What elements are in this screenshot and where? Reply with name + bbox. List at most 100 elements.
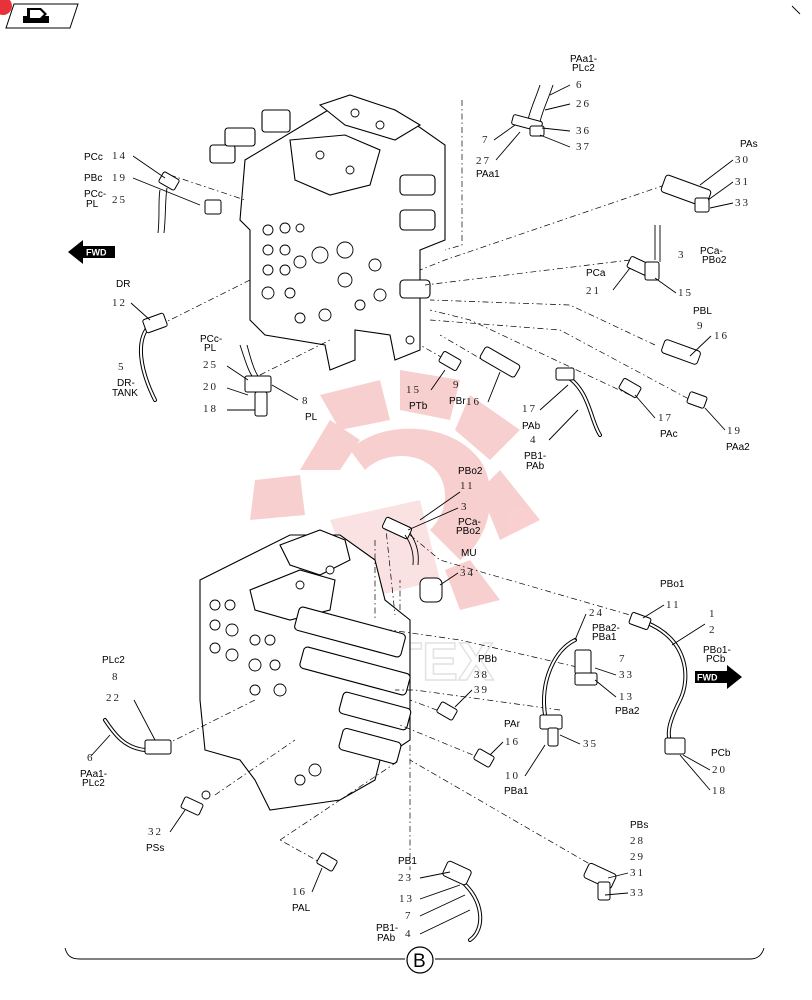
port-label: PBo1- — [703, 645, 731, 656]
port-label: PBL — [693, 306, 712, 317]
port-label: PL — [86, 199, 99, 210]
part-number: 32 — [148, 826, 163, 838]
part-number: 31 — [735, 176, 750, 188]
port-label: PAb — [377, 933, 396, 944]
part-number: 6 — [576, 79, 584, 91]
part-number: 5 — [118, 361, 126, 373]
toolbar — [0, 0, 80, 30]
port-label: PTb — [409, 401, 428, 412]
part-number: 15 — [406, 384, 421, 396]
port-label: PL — [305, 412, 318, 423]
upper-control-valve — [209, 94, 446, 371]
part-number: 3 — [461, 501, 469, 513]
part-number: 33 — [630, 887, 645, 899]
part-number: 33 — [735, 197, 750, 209]
part-number: 15 — [678, 287, 693, 299]
part-number: 13 — [399, 893, 414, 905]
port-label: PLc2 — [102, 655, 125, 666]
part-number: 28 — [630, 835, 645, 847]
part-number: 18 — [203, 403, 218, 415]
part-number: 38 — [474, 669, 489, 681]
part-number: 23 — [398, 872, 413, 884]
corner-mark — [791, 5, 801, 15]
part-number: 6 — [87, 752, 95, 764]
part-number: 26 — [576, 98, 591, 110]
part-number: 39 — [474, 684, 489, 696]
port-label: PAb — [522, 421, 541, 432]
port-label: PAc — [660, 429, 678, 440]
part-number: 27 — [476, 155, 491, 167]
port-label: PAr — [504, 719, 521, 730]
fittings — [103, 84, 712, 942]
section-marker — [406, 946, 434, 974]
connection-lines — [159, 100, 701, 871]
part-number: 7 — [482, 134, 490, 146]
port-label: PBb — [478, 654, 497, 665]
port-label: PCa- — [700, 246, 723, 257]
part-number: 17 — [658, 412, 673, 424]
port-label: PSs — [146, 843, 164, 854]
part-number: 4 — [405, 928, 413, 940]
part-number: 13 — [619, 691, 634, 703]
notification-badge — [0, 0, 12, 15]
port-label: PCc- — [200, 334, 222, 345]
part-number: 16 — [714, 330, 729, 342]
part-number: 25 — [112, 194, 127, 206]
part-number: 7 — [619, 653, 627, 665]
part-number: 9 — [697, 320, 705, 332]
port-label: PCa — [586, 268, 606, 279]
part-number: 1 — [709, 608, 717, 620]
part-number: 3 — [678, 249, 686, 261]
lower-control-valve — [199, 529, 412, 811]
port-label: PB1- — [376, 923, 398, 934]
part-number: 25 — [203, 359, 218, 371]
port-label: PCb — [711, 748, 731, 759]
port-label: PCa- — [458, 517, 481, 528]
part-number: 34 — [460, 567, 475, 579]
port-label: PCc — [84, 152, 103, 163]
port-label: PAs — [740, 139, 758, 150]
part-number: 20 — [203, 381, 218, 393]
port-label: PBo2 — [702, 255, 727, 266]
port-label: PB1 — [398, 856, 417, 867]
port-label: PLc2 — [572, 63, 595, 74]
fwd-label-left: FWD — [86, 248, 107, 258]
port-label: PAa2 — [726, 442, 750, 453]
part-number: 35 — [583, 738, 598, 750]
part-number: 4 — [530, 434, 538, 446]
part-number: 8 — [112, 671, 120, 683]
part-number: 8 — [302, 395, 310, 407]
part-number: 20 — [712, 764, 727, 776]
part-number: 19 — [727, 425, 742, 437]
port-label: PCb — [706, 654, 726, 665]
part-number: 11 — [666, 599, 681, 611]
port-label: PBc — [84, 173, 102, 184]
port-label: PB1- — [524, 451, 546, 462]
goto-icon — [23, 8, 49, 23]
part-number: 2 — [709, 624, 717, 636]
part-number: 21 — [586, 285, 601, 297]
section-label: B — [413, 951, 426, 972]
part-number: 36 — [576, 125, 591, 137]
part-number: 16 — [505, 736, 520, 748]
port-label: DR — [116, 279, 130, 290]
back-to-section-button[interactable] — [5, 3, 79, 29]
port-labels: PAa1- PLc2 PCc PBc PCc- PL PAa1 PAs PCa-… — [80, 54, 758, 944]
section-frame: B — [64, 946, 765, 974]
part-number: 9 — [453, 379, 461, 391]
port-label: PL — [204, 343, 217, 354]
port-label: PBo2 — [458, 466, 483, 477]
port-label: PLc2 — [82, 778, 105, 789]
port-label: PBs — [630, 820, 648, 831]
port-label: TANK — [112, 388, 138, 399]
part-number: 24 — [589, 607, 604, 619]
port-label: PBr — [449, 396, 466, 407]
port-label: PBa1 — [504, 786, 529, 797]
part-number: 11 — [460, 480, 475, 492]
part-number: 37 — [576, 141, 591, 153]
part-number: 19 — [112, 172, 127, 184]
part-number: 7 — [405, 910, 413, 922]
part-number: 31 — [630, 867, 645, 879]
part-number: 16 — [466, 396, 481, 408]
part-number: 14 — [112, 150, 127, 162]
